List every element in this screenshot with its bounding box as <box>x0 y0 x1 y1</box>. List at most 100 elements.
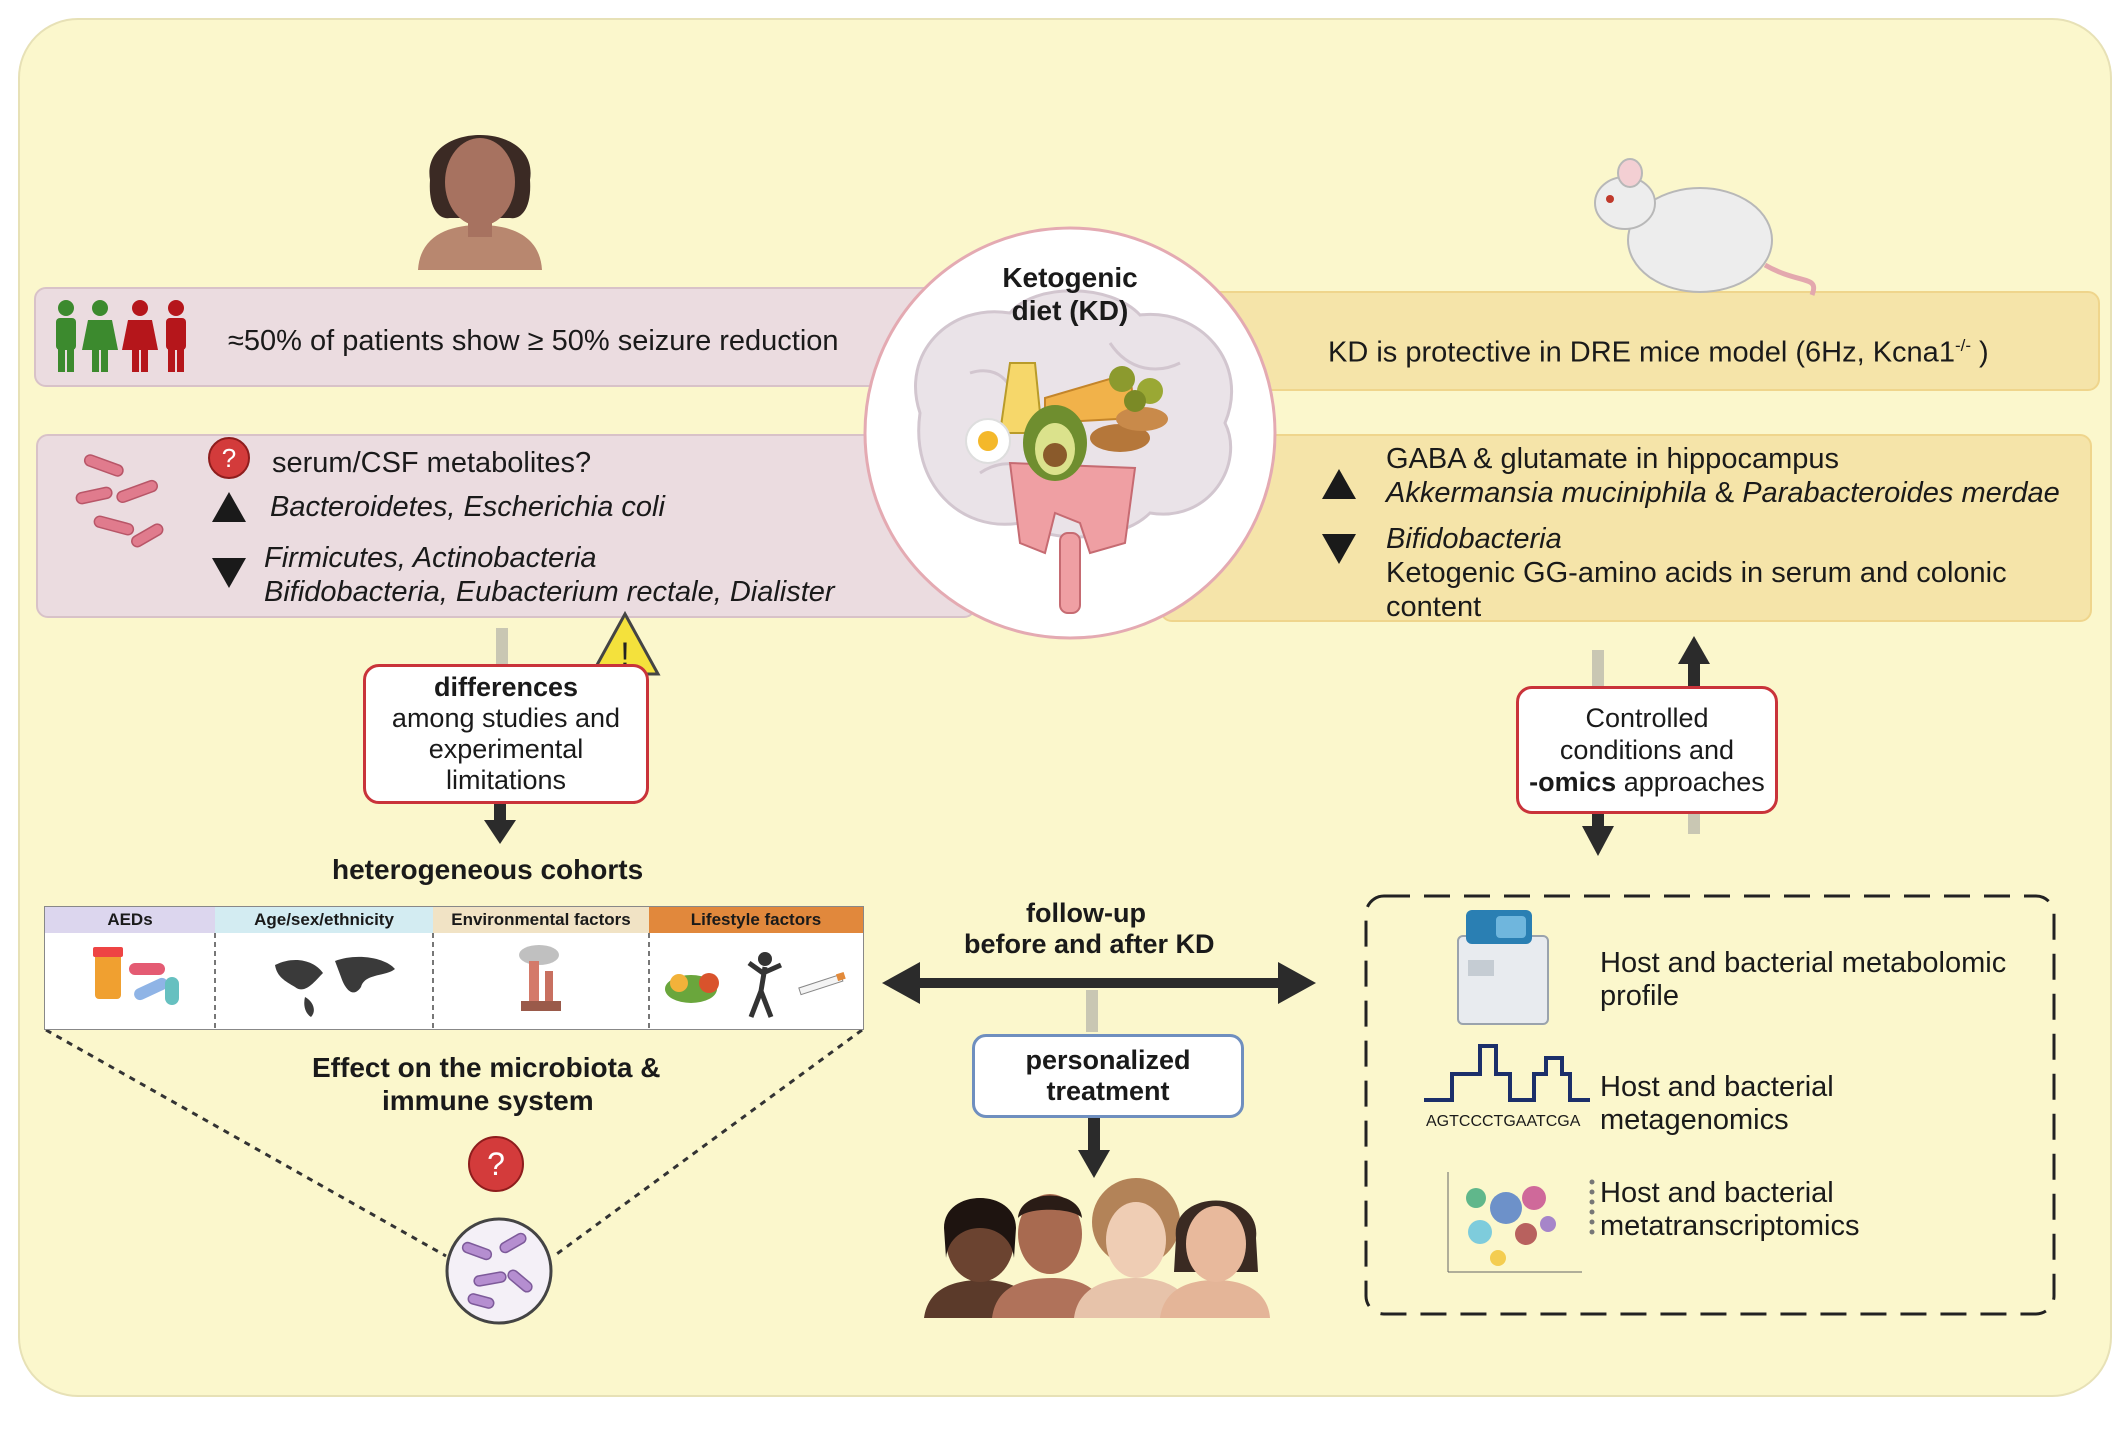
question-mark-text: ? <box>487 1146 505 1182</box>
ampersand-text: & <box>1706 477 1743 509</box>
controlled-line2: conditions and <box>1559 735 1735 765</box>
factors-table: AEDs Age/sex/ethnicity Environmental fac… <box>44 906 864 1030</box>
connector-followup <box>1086 990 1098 1032</box>
human-response-text: ≈50% of patients show ≥ 50% seizure redu… <box>228 325 839 357</box>
personalized-line2: treatment <box>1046 1076 1170 1106</box>
omics-metagenomics-line1: Host and bacterial <box>1600 1071 1834 1103</box>
question-circle-icon: ? <box>208 437 250 479</box>
down-arrowhead-human <box>484 820 516 844</box>
differences-box: differences among studies and experiment… <box>363 664 649 804</box>
left-arrowhead <box>882 962 920 1004</box>
down-arrow-icon <box>212 558 246 588</box>
increased-taxa: Bacteroidetes, Escherichia coli <box>270 491 665 523</box>
differences-line1: among studies and <box>391 703 621 733</box>
mouse-up-line1: GABA & glutamate in hippocampus <box>1386 443 1839 475</box>
up-arrow-icon <box>212 492 246 522</box>
microbiota-circle-icon <box>445 1217 553 1325</box>
approaches-text: approaches <box>1616 767 1765 797</box>
responder-person-icon <box>82 300 118 372</box>
mouse-down-line2: Ketogenic GG-amino acids in serum and co… <box>1386 557 2007 589</box>
personalized-line1: personalized <box>1025 1045 1191 1075</box>
controlled-line3: -omics approaches <box>1519 766 1775 798</box>
controlled-line1: Controlled <box>1585 703 1709 733</box>
question-mark-text: ? <box>222 443 236 473</box>
personalized-treatment-box: personalized treatment <box>972 1034 1244 1118</box>
double-arrow-shaft <box>912 978 1302 988</box>
intestine-icon <box>1008 461 1137 614</box>
connector-personalized-arrow <box>1088 1118 1100 1154</box>
human-response-band <box>34 287 964 387</box>
ketogenic-diet-circle: Ketogenic diet (KD) <box>863 226 1277 640</box>
mouse-response-band <box>1180 291 2100 391</box>
factor-age-header: Age/sex/ethnicity <box>215 907 433 933</box>
kcna1-genotype-superscript: -/- <box>1954 336 1971 355</box>
female-patient-icon <box>418 135 542 270</box>
sequencing-trace-icon <box>1424 1044 1590 1102</box>
dashed-triangle <box>45 1028 863 1258</box>
tsne-plot-icon <box>1447 1172 1595 1273</box>
warning-mark-text: ! <box>620 636 629 674</box>
factor-dividers <box>214 933 650 1029</box>
factor-environmental-header: Environmental factors <box>433 907 649 933</box>
effect-line2: immune system <box>382 1085 594 1116</box>
food-icon <box>965 362 1168 481</box>
lifestyle-icon <box>665 952 846 1018</box>
differences-title: differences <box>433 672 579 702</box>
effect-line1: Effect on the microbiota & <box>312 1052 661 1083</box>
differences-line3: limitations <box>445 765 567 795</box>
mass-spectrometer-icon <box>1457 910 1549 1025</box>
controlled-conditions-box: Controlled conditions and -omics approac… <box>1516 686 1778 814</box>
omics-metatranscriptomics-line2: metatranscriptomics <box>1600 1210 1860 1242</box>
patient-icons <box>56 300 186 372</box>
cohorts-title: heterogeneous cohorts <box>332 854 644 885</box>
metabolites-question: serum/CSF metabolites? <box>272 447 592 479</box>
responder-person-icon <box>56 300 76 372</box>
akkermansia-text: Akkermansia muciniphila <box>1386 477 1707 509</box>
up-arrow-icon <box>1322 469 1356 499</box>
mouse-up-line2: Akkermansia muciniphila & Parabacteroide… <box>1386 476 2060 510</box>
mouse-down-line1: Bifidobacteria <box>1386 523 1562 555</box>
decreased-taxa-line2: Bifidobacteria, Eubacterium rectale, Dia… <box>264 576 835 608</box>
omics-metabolomic-line2: profile <box>1600 980 1679 1012</box>
patient-face-icon <box>1074 1178 1192 1318</box>
up-arrowhead-mouse <box>1678 636 1710 664</box>
factory-icon <box>519 945 561 1011</box>
down-arrow-icon <box>1322 534 1356 564</box>
mouse-response-end: ) <box>1971 336 1989 369</box>
factor-lifestyle-header: Lifestyle factors <box>649 907 863 933</box>
omics-dashed-box <box>1364 894 2056 1316</box>
mouse-down-line3: content <box>1386 591 1482 623</box>
differences-line2: experimental <box>428 734 584 764</box>
human-microbiota-band <box>36 434 976 618</box>
bacteria-icon <box>75 454 164 548</box>
omics-metagenomics-line2: metagenomics <box>1600 1104 1789 1136</box>
connector-mouse-right-bottom <box>1688 814 1700 834</box>
down-arrowhead-mouse <box>1582 826 1614 856</box>
connector-mouse-left-top <box>1592 650 1604 690</box>
decreased-taxa-line1: Firmicutes, Actinobacteria <box>264 542 597 574</box>
factor-aeds-header: AEDs <box>45 907 215 933</box>
connector-human-top <box>496 628 508 668</box>
parabacteroides-text: Parabacteroides merdae <box>1742 477 2060 509</box>
mouse-response-main: KD is protective in DRE mice model (6Hz,… <box>1328 336 1955 369</box>
center-title-line1: Ketogenic <box>1002 262 1137 293</box>
mouse-icon <box>1594 158 1817 296</box>
followup-line2: before and after KD <box>964 929 1215 959</box>
question-circle-icon: ? <box>468 1136 524 1192</box>
omics-bold-text: -omics <box>1529 767 1617 797</box>
diverse-patients-icon <box>924 1178 1270 1318</box>
non-responder-person-icon <box>122 300 158 372</box>
down-arrowhead-personalized <box>1078 1150 1110 1178</box>
non-responder-person-icon <box>166 300 186 372</box>
dna-sequence-text: AGTCCCTGAATCGA <box>1426 1113 1581 1130</box>
mouse-microbiota-band <box>1160 434 2092 622</box>
pills-icon <box>93 947 179 1005</box>
omics-metabolomic-line1: Host and bacterial metabolomic <box>1600 947 2007 979</box>
omics-metatranscriptomics-line1: Host and bacterial <box>1600 1177 1834 1209</box>
center-title-line2: diet (KD) <box>1012 295 1129 326</box>
patient-face-icon <box>1160 1200 1270 1318</box>
followup-line1: follow-up <box>1026 898 1146 928</box>
world-map-icon <box>275 956 395 1017</box>
right-arrowhead <box>1278 962 1316 1004</box>
mouse-response-text: KD is protective in DRE mice model (6Hz,… <box>1328 329 1989 370</box>
